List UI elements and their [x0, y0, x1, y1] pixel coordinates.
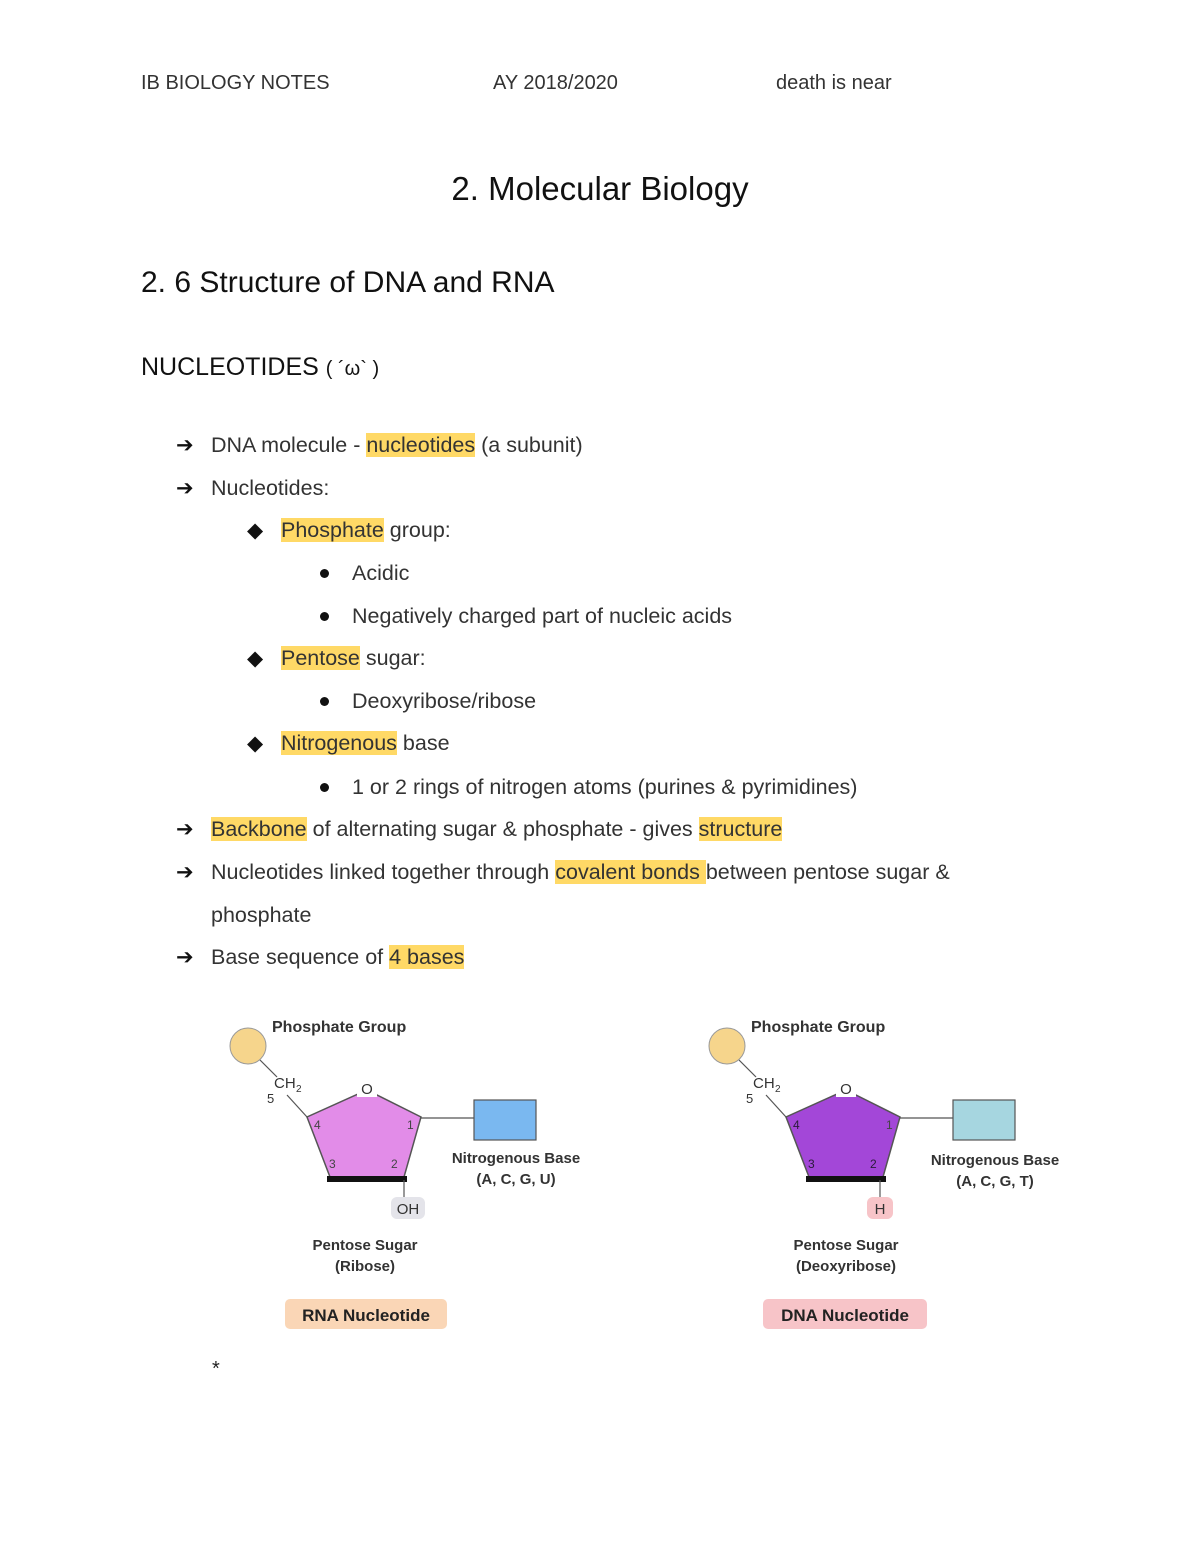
- carbon-5-label: 5: [746, 1091, 753, 1106]
- list-item: Acidic: [352, 561, 410, 585]
- section-heading: 2. 6 Structure of DNA and RNA: [141, 266, 555, 299]
- dna-badge-label: DNA Nucleotide: [781, 1306, 909, 1325]
- rna-nucleotide-diagram: Phosphate Group CH 2 5 O 4 1 3 2 Nitroge…: [229, 1019, 580, 1329]
- footnote-asterisk: *: [212, 1358, 220, 1380]
- highlight: Nitrogenous: [281, 731, 397, 755]
- list-item: Negatively charged part of nucleic acids: [352, 604, 733, 628]
- rna-badge-box: [285, 1299, 447, 1329]
- list-item-text: DNA molecule -: [211, 433, 367, 457]
- list-item: Nucleotides linked together through cova…: [211, 860, 950, 885]
- sugar-label: Pentose Sugar: [312, 1237, 417, 1254]
- arrow-icon: ➔: [176, 946, 194, 969]
- nitrogenous-base-square: [952, 1099, 1016, 1141]
- carbon-4-label: 4: [793, 1118, 800, 1132]
- highlight: covalent bonds: [555, 860, 706, 884]
- carbon-5-label: 5: [267, 1091, 274, 1106]
- list-item: Nucleotides:: [211, 476, 330, 500]
- diamond-icon: ◆: [247, 732, 264, 755]
- page-title: 2. Molecular Biology: [451, 170, 749, 207]
- header-course: IB BIOLOGY NOTES: [141, 72, 330, 94]
- phosphate-group-label: Phosphate Group: [272, 1019, 406, 1036]
- dna-badge-box: [763, 1299, 927, 1329]
- highlight: Pentose: [281, 646, 360, 670]
- list-item: Deoxyribose/ribose: [352, 689, 537, 713]
- list-item-text: sugar:: [359, 646, 426, 670]
- pentose-pentagon: [306, 1089, 422, 1178]
- diamond-icon: ◆: [247, 519, 264, 542]
- list-item-text: group:: [383, 518, 451, 542]
- list-item-text: of alternating sugar & phosphate - gives: [306, 817, 699, 841]
- arrow-icon: ➔: [176, 434, 194, 457]
- carbon-4-label: 4: [314, 1118, 321, 1132]
- phosphate-circle: [708, 1027, 746, 1065]
- bullet-dot-icon: [320, 697, 329, 706]
- list-item: DNA molecule - nucleotides (a subunit): [211, 433, 583, 458]
- list-item-text: (a subunit): [475, 433, 583, 457]
- bullet-dot-icon: [320, 783, 329, 792]
- nitrogenous-base-square: [473, 1099, 537, 1141]
- highlight: Backbone: [211, 817, 307, 841]
- hydrogen-group-box: [867, 1197, 893, 1219]
- dna-nucleotide-diagram: Phosphate Group CH 2 5 O 4 1 3 2 Nitroge…: [708, 1019, 1059, 1329]
- ch2-label: CH: [753, 1075, 775, 1092]
- list-item-text: base: [396, 731, 450, 755]
- header-note: death is near: [776, 72, 892, 94]
- carbon-1-label: 1: [407, 1118, 414, 1132]
- list-item: Pentose sugar:: [281, 646, 426, 671]
- ring-oxygen-label: O: [361, 1081, 373, 1098]
- hydrogen-group-label: H: [875, 1201, 886, 1218]
- list-item: 1 or 2 rings of nitrogen atoms (purines …: [352, 775, 858, 799]
- highlight: Phosphate: [281, 518, 384, 542]
- sugar-type-label: (Ribose): [335, 1258, 395, 1275]
- pentose-pentagon: [785, 1089, 901, 1178]
- list-item-text: Nucleotides linked together through: [211, 860, 556, 884]
- sugar-type-label: (Deoxyribose): [796, 1258, 896, 1275]
- highlight: nucleotides: [366, 433, 476, 457]
- arrow-icon: ➔: [176, 477, 194, 500]
- phosphate-circle: [229, 1027, 267, 1065]
- base-letters-label: (A, C, G, T): [956, 1173, 1034, 1190]
- list-item-text: Base sequence of: [211, 945, 390, 969]
- arrow-icon: ➔: [176, 818, 194, 841]
- phosphate-group-label: Phosphate Group: [751, 1019, 885, 1036]
- carbon-1-label: 1: [886, 1118, 893, 1132]
- list-item-continuation: phosphate: [211, 903, 312, 927]
- hydroxyl-group-box: [391, 1197, 425, 1219]
- list-item: Base sequence of 4 bases: [211, 945, 465, 970]
- list-item: Phosphate group:: [281, 518, 451, 543]
- carbon-3-label: 3: [329, 1157, 336, 1171]
- subheading: NUCLEOTIDES ( ´ω` ): [141, 353, 379, 382]
- carbon-2-label: 2: [870, 1157, 877, 1171]
- list-item-text: between pentose sugar &: [705, 860, 950, 884]
- base-label: Nitrogenous Base: [452, 1150, 580, 1167]
- sugar-label: Pentose Sugar: [793, 1237, 898, 1254]
- highlight: structure: [698, 817, 783, 841]
- ch2-subscript: 2: [775, 1084, 781, 1095]
- carbon-2-label: 2: [391, 1157, 398, 1171]
- base-letters-label: (A, C, G, U): [476, 1171, 555, 1188]
- arrow-icon: ➔: [176, 861, 194, 884]
- diamond-icon: ◆: [247, 647, 264, 670]
- ch2-subscript: 2: [296, 1084, 302, 1095]
- base-label: Nitrogenous Base: [931, 1152, 1059, 1169]
- rna-badge-label: RNA Nucleotide: [302, 1306, 430, 1325]
- subheading-text: NUCLEOTIDES: [141, 353, 319, 381]
- list-item: Nitrogenous base: [281, 731, 450, 756]
- subheading-emoticon: ( ´ω` ): [325, 358, 380, 380]
- highlight: 4 bases: [389, 945, 465, 969]
- ring-oxygen-label: O: [840, 1081, 852, 1098]
- hydroxyl-group-label: OH: [397, 1201, 420, 1218]
- list-item: Backbone of alternating sugar & phosphat…: [211, 817, 783, 842]
- bullet-dot-icon: [320, 612, 329, 621]
- bullet-dot-icon: [320, 569, 329, 578]
- ch2-label: CH: [274, 1075, 296, 1092]
- header-year: AY 2018/2020: [493, 72, 618, 94]
- carbon-3-label: 3: [808, 1157, 815, 1171]
